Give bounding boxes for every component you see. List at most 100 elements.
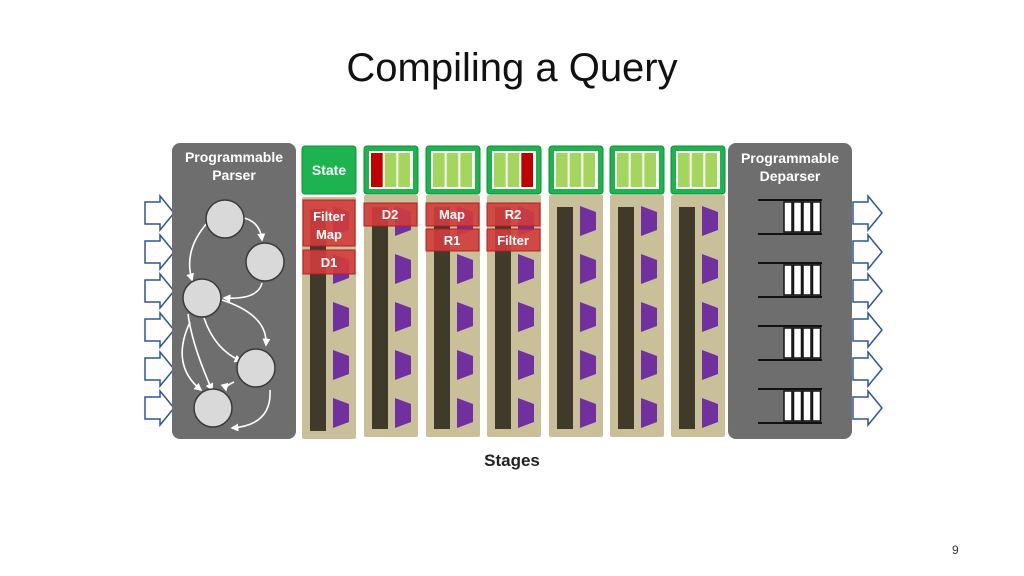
stage2-operators: D2 <box>363 202 418 227</box>
queue-slot <box>802 201 812 233</box>
stage-bar <box>495 207 511 429</box>
deparser-label-1: Programmable <box>741 150 839 166</box>
input-arrow <box>144 388 175 428</box>
alu-shape <box>395 350 411 380</box>
stage-bar <box>618 207 634 429</box>
queue <box>758 262 822 298</box>
deparser-block: Programmable Deparser <box>728 143 852 439</box>
output-arrow <box>852 310 883 350</box>
stage-register-block <box>486 145 542 195</box>
stage-column <box>364 195 418 437</box>
stage-bar <box>372 207 388 429</box>
output-arrow <box>852 193 883 233</box>
queue-slot <box>802 390 812 422</box>
register-cell <box>384 153 397 187</box>
register-cell <box>556 153 568 187</box>
stage-register-block <box>363 145 419 195</box>
parser-block: Programmable Parser <box>172 143 296 439</box>
queue-slot <box>811 201 822 233</box>
stage3-operators: Map R1 <box>425 202 480 252</box>
register-cell <box>521 153 533 187</box>
output-queues <box>758 199 822 424</box>
queue-slot <box>783 264 793 296</box>
page-number: 9 <box>952 543 959 557</box>
stage-bar <box>557 207 573 429</box>
alu-shape <box>457 350 473 380</box>
alu-shape <box>333 302 349 332</box>
alu-shape <box>702 206 718 236</box>
alu-shape <box>580 254 596 284</box>
queue <box>758 388 822 424</box>
alu-shape <box>641 206 657 236</box>
register-cell <box>507 153 520 187</box>
register-cell <box>371 153 383 187</box>
stage-register-block <box>548 145 604 195</box>
register-cell <box>446 153 459 187</box>
parse-graph-nodes <box>182 199 285 428</box>
queue-slot <box>792 390 803 422</box>
output-arrows <box>852 193 883 428</box>
register-cell <box>494 153 506 187</box>
slide-title: Compiling a Query <box>346 46 678 90</box>
stage-column <box>487 195 541 437</box>
register-cell <box>617 153 629 187</box>
alu-shape <box>457 302 473 332</box>
output-arrow <box>852 271 883 311</box>
queue-slot <box>811 327 822 359</box>
queue-slot <box>811 390 822 422</box>
input-arrow <box>144 232 175 272</box>
state-block: State <box>301 145 357 195</box>
stage-columns <box>302 145 726 439</box>
stage4-op-r2: R2 <box>505 207 522 222</box>
alu-shape <box>641 254 657 284</box>
alu-shape <box>702 302 718 332</box>
output-arrow <box>852 349 883 389</box>
alu-shape <box>518 302 534 332</box>
input-arrows <box>144 193 175 428</box>
alu-shape <box>641 302 657 332</box>
queue <box>758 325 822 361</box>
input-arrow <box>144 193 175 233</box>
parse-node <box>205 199 245 239</box>
alu-shape <box>702 398 718 428</box>
queue <box>758 199 822 235</box>
parse-graph-edges <box>181 217 271 432</box>
stage4-operators: R2 Filter <box>486 202 541 252</box>
queue-slot <box>802 327 812 359</box>
stage-bar <box>679 207 695 429</box>
queue-slot <box>783 201 793 233</box>
alu-shape <box>580 302 596 332</box>
queue-slot <box>792 264 803 296</box>
stage1-op-filter: Filter <box>313 209 345 224</box>
alu-shape <box>518 350 534 380</box>
alu-shape <box>641 350 657 380</box>
input-arrow <box>144 271 175 311</box>
queue-slot <box>811 264 822 296</box>
alu-shape <box>333 350 349 380</box>
stage3-op-r1: R1 <box>444 233 461 248</box>
alu-shape <box>333 398 349 428</box>
register-cell <box>705 153 717 187</box>
stage-register-block <box>670 145 726 195</box>
register-cell <box>583 153 595 187</box>
output-arrow <box>852 388 883 428</box>
input-arrow <box>144 310 175 350</box>
alu-shape <box>702 350 718 380</box>
parse-node <box>182 278 222 318</box>
alu-shape <box>457 254 473 284</box>
queue-slot <box>802 264 812 296</box>
stages-label: Stages <box>484 451 540 470</box>
stage1-op-d1: D1 <box>321 255 338 270</box>
alu-shape <box>580 350 596 380</box>
register-cell <box>398 153 410 187</box>
parse-node <box>236 348 276 388</box>
stage-register-block <box>609 145 665 195</box>
alu-shape <box>395 398 411 428</box>
register-cell <box>569 153 582 187</box>
parse-node <box>193 388 233 428</box>
alu-shape <box>702 254 718 284</box>
deparser-label-2: Deparser <box>760 168 821 184</box>
output-arrow <box>852 232 883 272</box>
register-cell <box>460 153 472 187</box>
